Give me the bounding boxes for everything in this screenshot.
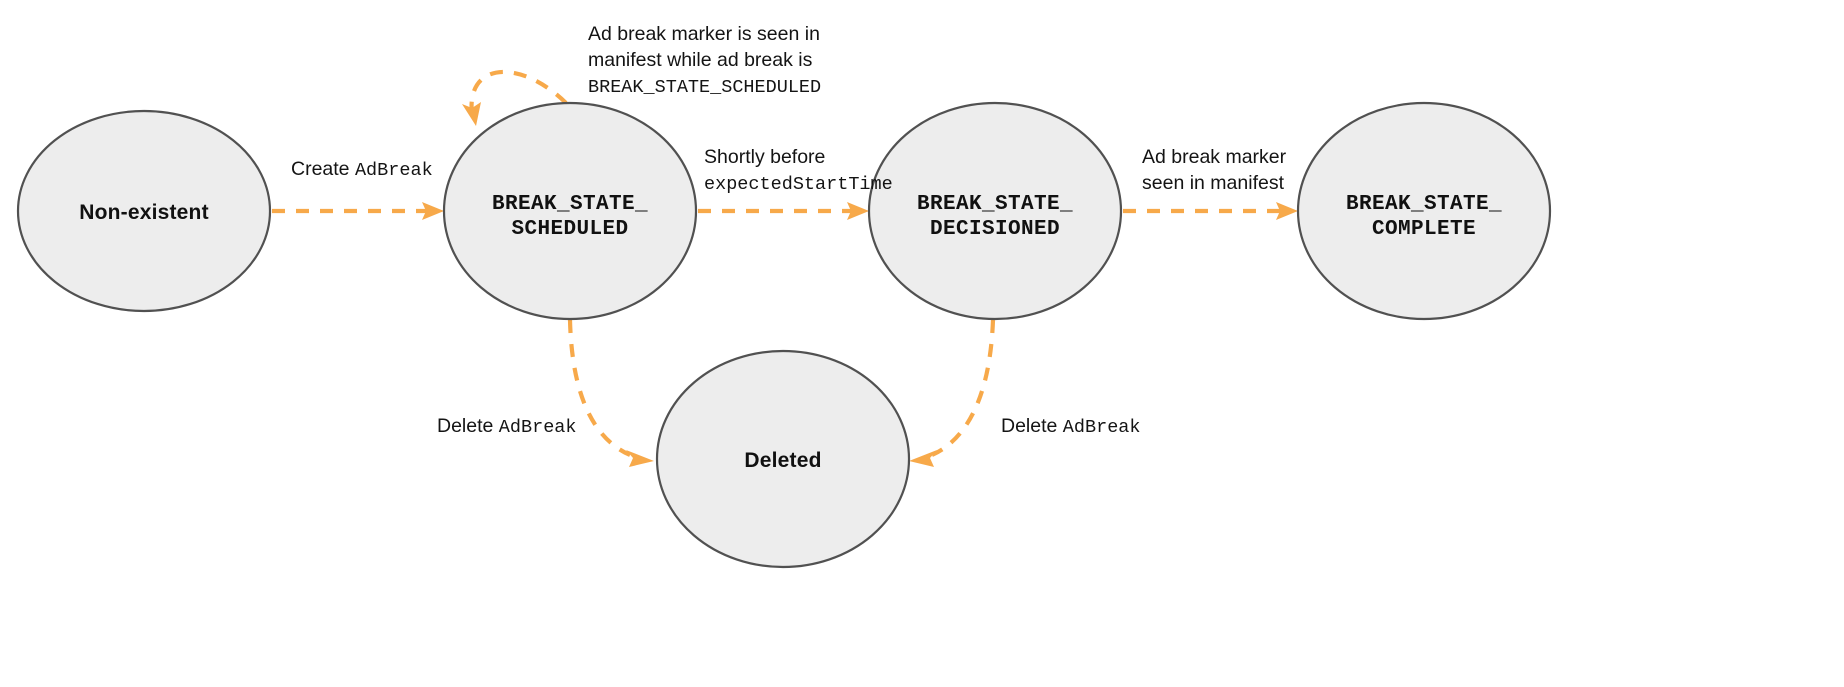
- edge-shortly-before[interactable]: [698, 202, 869, 220]
- node-break-state-complete-label-line2: COMPLETE: [1372, 218, 1476, 241]
- edge-delete-from-scheduled-arrowhead: [626, 450, 654, 467]
- edge-label-self-loop-line1: Ad break marker is seen in: [588, 23, 820, 45]
- edge-delete-from-decisioned[interactable]: [909, 319, 996, 467]
- edge-label-create-adbreak-seg0: Create: [291, 158, 355, 180]
- edge-label-self-loop-scheduled: Ad break marker is seen in manifest whil…: [588, 23, 825, 98]
- edge-label-delete-from-scheduled: Delete AdBreak: [437, 415, 577, 438]
- edge-marker-seen[interactable]: [1123, 202, 1298, 220]
- edge-create-adbreak-arrowhead: [422, 202, 444, 220]
- nodes-layer: Non-existent BREAK_STATE_ SCHEDULED BREA…: [16, 101, 1552, 569]
- node-break-state-decisioned-label-line1: BREAK_STATE_: [917, 193, 1073, 216]
- edge-marker-seen-arrowhead: [1276, 202, 1298, 220]
- edge-delete-from-scheduled[interactable]: [567, 319, 654, 467]
- node-break-state-complete-shape: [1296, 101, 1552, 321]
- edge-label-create-adbreak: Create AdBreak: [291, 158, 433, 181]
- edge-create-adbreak[interactable]: [272, 202, 444, 220]
- node-break-state-decisioned-label-line2: DECISIONED: [930, 218, 1060, 241]
- node-break-state-scheduled-shape: [442, 101, 698, 321]
- node-break-state-decisioned[interactable]: BREAK_STATE_ DECISIONED: [867, 101, 1123, 321]
- edge-label-delete-from-decisioned: Delete AdBreak: [1001, 415, 1141, 438]
- edge-label-self-loop-line2: manifest while ad break is: [588, 49, 813, 71]
- node-non-existent-shape: [16, 109, 272, 313]
- edge-shortly-before-arrowhead: [847, 202, 869, 220]
- node-deleted-shape: [655, 349, 911, 569]
- edges-layer: [272, 69, 1298, 467]
- node-break-state-complete-label-line1: BREAK_STATE_: [1346, 193, 1502, 216]
- node-deleted-label: Deleted: [744, 449, 821, 472]
- edge-delete-from-decisioned-path: [931, 319, 996, 457]
- edge-label-marker-seen: Ad break marker seen in manifest: [1142, 146, 1292, 194]
- node-break-state-scheduled-label-line2: SCHEDULED: [511, 218, 628, 241]
- edge-label-delete-from-decisioned-seg1: AdBreak: [1063, 417, 1141, 438]
- edge-label-shortly-before-line2: expectedStartTime: [704, 174, 893, 195]
- node-non-existent-label: Non-existent: [79, 201, 209, 224]
- node-break-state-scheduled[interactable]: BREAK_STATE_ SCHEDULED: [442, 101, 698, 321]
- edge-label-shortly-before-line1: Shortly before: [704, 146, 825, 168]
- edge-label-shortly-before: Shortly before expectedStartTime: [704, 146, 893, 195]
- edge-label-marker-seen-line1: Ad break marker: [1142, 146, 1287, 168]
- node-deleted[interactable]: Deleted: [655, 349, 911, 569]
- node-non-existent[interactable]: Non-existent: [16, 109, 272, 313]
- edge-self-loop-scheduled-path: [469, 69, 568, 115]
- node-break-state-decisioned-shape: [867, 101, 1123, 321]
- edge-self-loop-scheduled-arrowhead: [462, 102, 481, 126]
- node-break-state-complete[interactable]: BREAK_STATE_ COMPLETE: [1296, 101, 1552, 321]
- edge-label-delete-from-scheduled-seg0: Delete: [437, 415, 499, 437]
- edge-label-delete-from-scheduled-seg1: AdBreak: [499, 417, 577, 438]
- node-break-state-scheduled-label-line1: BREAK_STATE_: [492, 193, 648, 216]
- edge-labels-layer: Create AdBreak Ad break marker is seen i…: [291, 23, 1292, 438]
- edge-label-delete-from-decisioned-seg0: Delete: [1001, 415, 1063, 437]
- edge-label-self-loop-line3: BREAK_STATE_SCHEDULED: [588, 77, 821, 98]
- edge-self-loop-scheduled[interactable]: [462, 69, 568, 126]
- edge-delete-from-decisioned-arrowhead: [909, 450, 937, 467]
- edge-label-marker-seen-line2: seen in manifest: [1142, 172, 1285, 194]
- edge-label-create-adbreak-seg1: AdBreak: [355, 160, 433, 181]
- edge-delete-from-scheduled-path: [567, 319, 631, 457]
